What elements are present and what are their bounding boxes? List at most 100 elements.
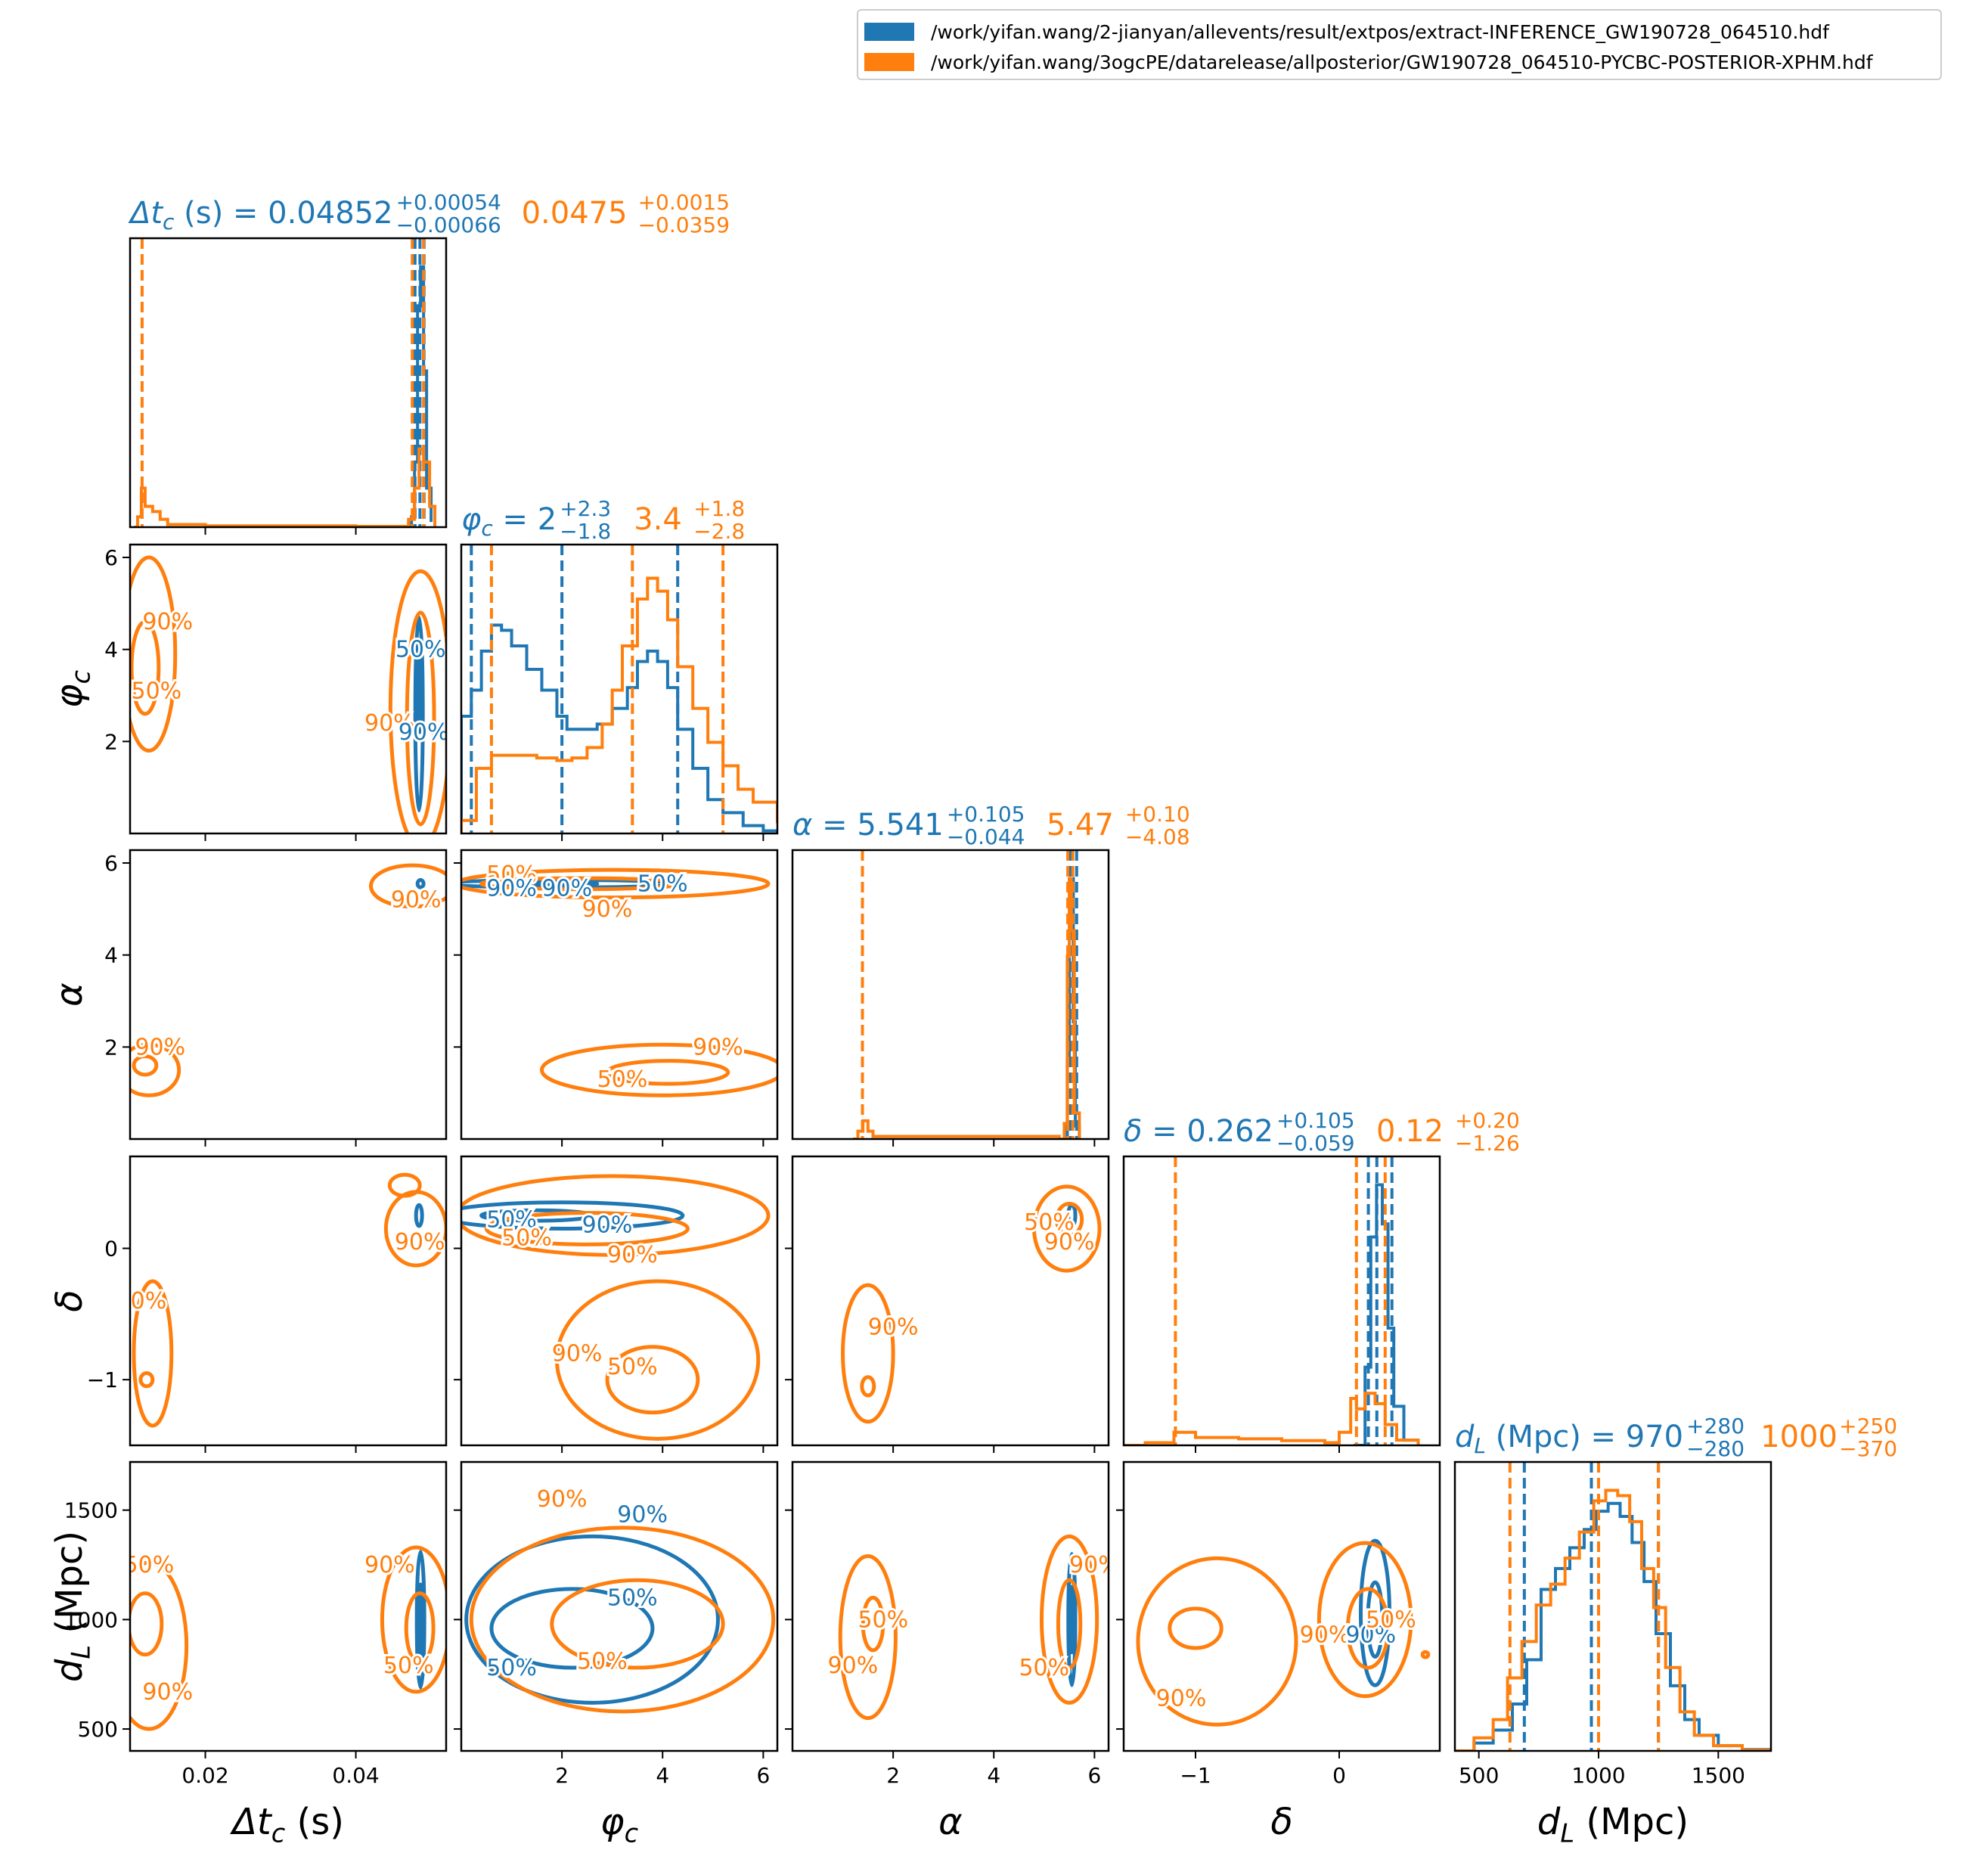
contour-label: 50% bbox=[1019, 1655, 1069, 1681]
panel-3-1: 50%90%50%90%90%50% bbox=[454, 1155, 779, 1453]
contour-label: 50% bbox=[486, 861, 537, 888]
contour-blue bbox=[415, 878, 426, 889]
contour-label: 90% bbox=[1156, 1686, 1207, 1712]
legend-label-run-b: /work/yifan.wang/3ogcPE/datarelease/allp… bbox=[931, 51, 1873, 73]
title-4-run-b-minus: −370 bbox=[1839, 1436, 1897, 1461]
x-tick-label: 1000 bbox=[1571, 1763, 1625, 1788]
contour-blue bbox=[414, 1203, 424, 1228]
title-1-run-b: 3.4 bbox=[634, 502, 682, 537]
y-axis-label-3: δ bbox=[48, 1290, 91, 1311]
contour-orange bbox=[132, 1279, 174, 1428]
contour-orange bbox=[1054, 1202, 1084, 1237]
panel-3-2-plot: 50%90%90% bbox=[841, 1184, 1102, 1424]
panel-frame bbox=[1122, 1155, 1441, 1447]
contour-blue bbox=[1066, 1552, 1078, 1687]
title-0-run-b-plus: +0.0015 bbox=[638, 190, 730, 215]
title-3-run-a-plus: +0.105 bbox=[1276, 1108, 1355, 1133]
title-0-run-a-plus: +0.00054 bbox=[396, 190, 501, 215]
panel-frame bbox=[129, 237, 448, 529]
contour-label: 50% bbox=[383, 1653, 434, 1679]
panel-3-1-plot: 50%90%50%90%90%50% bbox=[461, 1174, 771, 1441]
x-tick-label: 1500 bbox=[1692, 1763, 1745, 1788]
contour-label: 90% bbox=[395, 1229, 445, 1256]
contour-label: 90% bbox=[142, 1679, 193, 1706]
contour-label: 90% bbox=[552, 1340, 603, 1367]
panel-3-2: 50%90%90% bbox=[785, 1155, 1110, 1453]
panel-frame bbox=[129, 1155, 448, 1447]
contour-blue bbox=[1359, 1538, 1391, 1687]
x-tick-label: 4 bbox=[656, 1763, 669, 1788]
contour-label: 50% bbox=[637, 871, 688, 897]
contour-orange bbox=[132, 1054, 159, 1077]
y-tick-label: 2 bbox=[104, 729, 118, 754]
contour-orange bbox=[1345, 1587, 1391, 1670]
contour-label: 90% bbox=[364, 710, 415, 737]
contour-label: 90% bbox=[142, 609, 193, 635]
title-3-run-b: 0.12 bbox=[1376, 1114, 1444, 1149]
title-3-run-a: δ = 0.262 bbox=[1124, 1114, 1273, 1149]
x-tick-label: 2 bbox=[555, 1763, 569, 1788]
contour-label: 90% bbox=[391, 887, 442, 914]
y-tick-label: 0 bbox=[104, 1237, 118, 1262]
contour-blue bbox=[414, 1550, 426, 1690]
contour-label: 50% bbox=[501, 1225, 552, 1252]
panel-1-0-plot: 90%50%90%50%90% bbox=[130, 555, 449, 833]
y-tick-label: 1000 bbox=[64, 1607, 118, 1632]
histogram-orange bbox=[1124, 1392, 1420, 1445]
contour-orange bbox=[605, 1059, 730, 1086]
contour-blue bbox=[1068, 1585, 1075, 1655]
y-axis-label-4: dL (Mpc) bbox=[48, 1531, 96, 1682]
contour-label: 90% bbox=[1069, 1552, 1120, 1578]
y-tick-label: 6 bbox=[104, 545, 118, 570]
x-tick-label: −1 bbox=[1180, 1763, 1211, 1788]
title-4-run-a-minus: −280 bbox=[1686, 1436, 1745, 1461]
contour-label: 90% bbox=[541, 875, 592, 902]
contour-label: 50% bbox=[1366, 1606, 1416, 1633]
contour-orange bbox=[1039, 1534, 1099, 1705]
panel-frame bbox=[460, 849, 779, 1141]
title-0-run-b-minus: −0.0359 bbox=[638, 213, 730, 237]
x-tick-label: 0.04 bbox=[332, 1763, 379, 1788]
contour-orange bbox=[1168, 1606, 1224, 1650]
contour-label: 50% bbox=[607, 1585, 658, 1611]
panel-2-2-plot bbox=[852, 850, 1081, 1139]
title-0-run-b: 0.0475 bbox=[522, 196, 628, 231]
title-0-run-a: Δtc (s) = 0.04852 bbox=[128, 196, 393, 234]
x-tick-label: 2 bbox=[886, 1763, 900, 1788]
contour-orange bbox=[1056, 1578, 1083, 1670]
panel-4-1-plot: 90%90%50%50%50% bbox=[464, 1484, 776, 1714]
contour-label: 90% bbox=[399, 719, 449, 746]
contour-orange bbox=[554, 1279, 761, 1441]
contour-label: 90% bbox=[607, 1242, 658, 1268]
x-axis-label-4: dL (Mpc) bbox=[1537, 1801, 1689, 1848]
y-tick-label: 6 bbox=[104, 851, 118, 876]
contour-orange bbox=[368, 863, 446, 909]
panel-frame bbox=[791, 849, 1110, 1141]
contour-label: 90% bbox=[617, 1501, 668, 1528]
y-axis-label-2: α bbox=[48, 982, 91, 1007]
title-2-run-a-minus: −0.044 bbox=[947, 824, 1025, 849]
contour-blue bbox=[489, 1587, 655, 1670]
contour-label: 50% bbox=[486, 1655, 537, 1681]
contour-label: 90% bbox=[828, 1653, 879, 1679]
contour-label: 50% bbox=[124, 1552, 175, 1578]
panel-4-0-plot: 50%90%90%50% bbox=[124, 1545, 446, 1731]
x-tick-label: 6 bbox=[1087, 1763, 1101, 1788]
title-4-run-a: dL (Mpc) = 970 bbox=[1455, 1420, 1683, 1458]
contour-blue bbox=[464, 1534, 720, 1705]
x-tick-label: 4 bbox=[987, 1763, 1000, 1788]
contour-label: 90% bbox=[582, 896, 633, 923]
title-3-run-a-minus: −0.059 bbox=[1276, 1131, 1355, 1156]
legend-label-run-a: /work/yifan.wang/2-jianyan/allevents/res… bbox=[931, 20, 1829, 43]
contour-orange bbox=[1420, 1650, 1431, 1659]
contour-orange bbox=[130, 1591, 164, 1657]
contour-orange bbox=[860, 1375, 876, 1398]
panel-4-3-plot: 90%90%90%50% bbox=[1136, 1538, 1431, 1727]
panel-frame bbox=[460, 1155, 779, 1447]
